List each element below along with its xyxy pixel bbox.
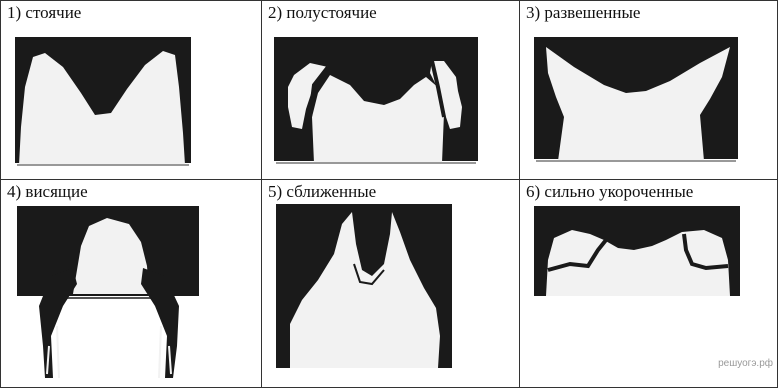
erect-ears-icon [15,37,191,167]
cell-erect: 1) стоячие [1,1,261,179]
semi-erect-ears-icon [274,37,478,165]
cell-label: 4) висящие [7,182,88,202]
cell-label: 2) полустоячие [268,3,377,23]
cell-label: 5) сближенные [268,182,376,202]
spread-ears-icon [534,37,738,163]
cell-cropped: 6) сильно укороченные решуогэ.рф [520,180,777,387]
cell-label: 3) развешенные [526,3,640,23]
cell-close-set: 5) сближенные [262,180,519,387]
watermark: решуогэ.рф [718,358,773,369]
close-set-ears-icon [276,204,452,372]
hanging-ears-icon [17,206,199,386]
cell-semi-erect: 2) полустоячие [262,1,519,179]
cell-hanging: 4) висящие [1,180,261,387]
cropped-ears-icon [534,206,740,298]
cell-spread: 3) развешенные [520,1,777,179]
cell-label: 1) стоячие [7,3,81,23]
cell-label: 6) сильно укороченные [526,182,693,202]
